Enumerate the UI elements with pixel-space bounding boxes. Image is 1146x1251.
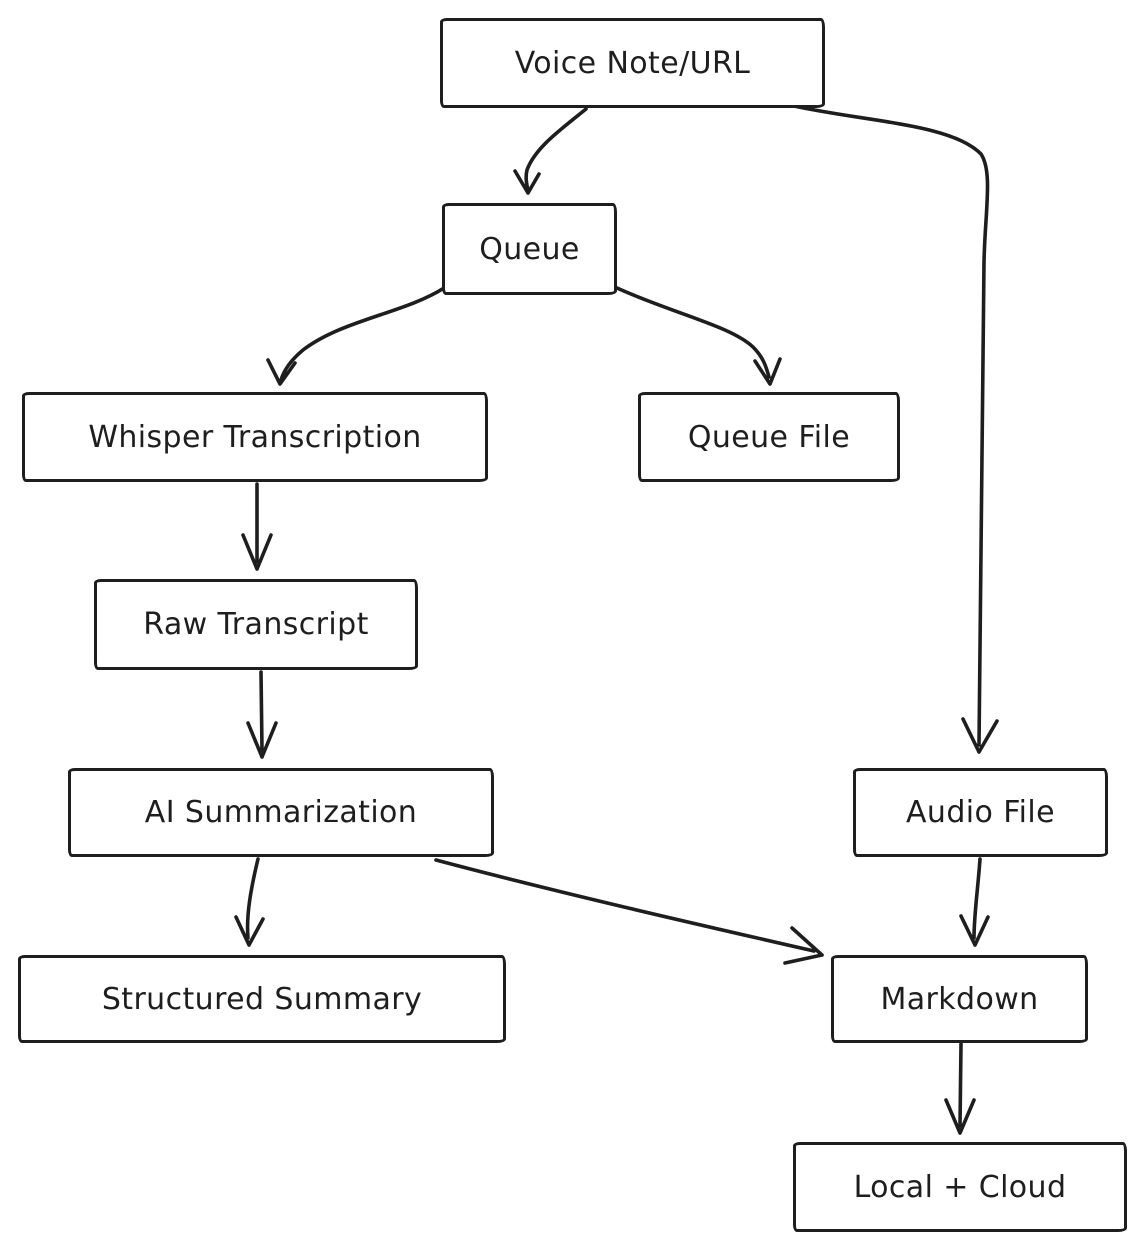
node-raw-transcript: Raw Transcript <box>94 579 418 670</box>
node-queue-label: Queue <box>479 231 580 267</box>
edge-ai-summarization-to-markdown <box>434 858 824 965</box>
node-queue: Queue <box>442 203 617 295</box>
node-audio-file-label: Audio File <box>905 795 1055 830</box>
node-local-cloud: Local + Cloud <box>793 1142 1127 1232</box>
node-voice-note-url: Voice Note/URL <box>440 18 825 108</box>
edge-whisper-transcription-to-raw-transcript <box>241 482 273 571</box>
node-raw-transcript-label: Raw Transcript <box>143 607 369 642</box>
node-markdown-label: Markdown <box>880 981 1039 1017</box>
node-structured-summary: Structured Summary <box>18 955 506 1043</box>
node-whisper-transcription-label: Whisper Transcription <box>88 419 422 455</box>
node-voice-note-url-label: Voice Note/URL <box>514 45 751 81</box>
edge-ai-summarization-to-structured-summary <box>234 857 265 947</box>
edge-queue-to-whisper-transcription <box>266 286 446 386</box>
node-structured-summary-label: Structured Summary <box>101 981 423 1017</box>
node-queue-file-label: Queue File <box>687 419 851 455</box>
node-local-cloud-label: Local + Cloud <box>853 1169 1067 1205</box>
node-queue-file: Queue File <box>638 392 900 482</box>
node-ai-summarization: AI Summarization <box>68 768 494 857</box>
edge-voice-note-url-to-queue <box>513 107 588 195</box>
node-markdown: Markdown <box>831 955 1088 1043</box>
edge-markdown-to-local-cloud <box>944 1042 976 1135</box>
node-audio-file: Audio File <box>853 768 1108 857</box>
node-ai-summarization-label: AI Summarization <box>144 795 418 830</box>
edge-voice-note-url-to-audio-file <box>792 104 999 754</box>
edge-raw-transcript-to-ai-summarization <box>246 670 278 759</box>
edge-queue-to-queue-file <box>615 286 782 386</box>
edge-audio-file-to-markdown <box>959 857 990 947</box>
node-whisper-transcription: Whisper Transcription <box>22 392 488 482</box>
